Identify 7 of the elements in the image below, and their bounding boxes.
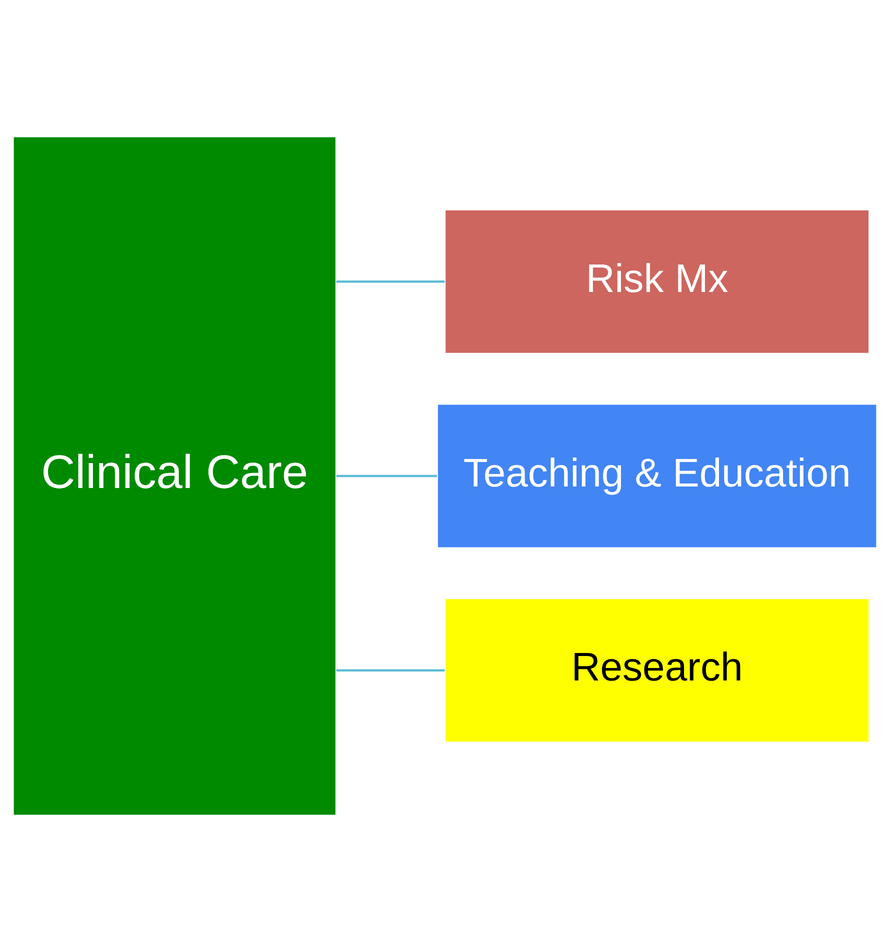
node-box: Clinical Care <box>12 136 337 816</box>
connector <box>336 474 437 477</box>
node-box: Research <box>444 597 870 742</box>
node-box: Teaching & Education <box>436 403 878 548</box>
node-box: Risk Mx <box>444 208 870 354</box>
connector <box>336 668 445 672</box>
connector <box>336 280 445 282</box>
